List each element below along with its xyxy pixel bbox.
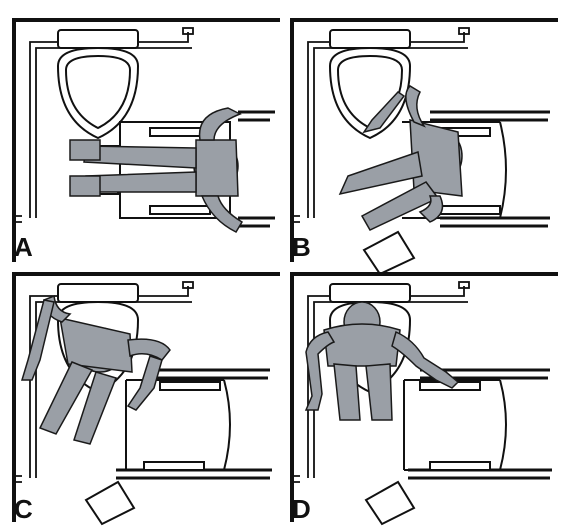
footrest bbox=[84, 480, 136, 526]
toilet bbox=[56, 29, 140, 140]
panel-letter-c: C bbox=[14, 494, 33, 524]
panel-d: D bbox=[290, 272, 558, 526]
bathroom-walls bbox=[12, 272, 280, 522]
panel-letter-a: A bbox=[14, 232, 33, 262]
bathroom-walls bbox=[290, 18, 558, 262]
person-figure bbox=[304, 301, 460, 421]
panel-letter-d: D bbox=[292, 494, 311, 524]
footrest bbox=[364, 480, 416, 526]
wheelchair bbox=[84, 368, 272, 526]
panel-c: C bbox=[12, 272, 280, 526]
panel-b: B bbox=[290, 18, 558, 276]
wheelchair bbox=[364, 368, 552, 526]
bathroom-walls bbox=[290, 272, 558, 522]
panel-letter-b: B bbox=[292, 232, 311, 262]
person-figure bbox=[69, 107, 244, 233]
bathroom-walls bbox=[12, 18, 280, 262]
footrest bbox=[362, 230, 416, 276]
panel-a: A bbox=[12, 18, 280, 262]
wheelchair bbox=[362, 110, 550, 276]
person-figure bbox=[20, 294, 171, 445]
person-figure bbox=[338, 85, 463, 231]
